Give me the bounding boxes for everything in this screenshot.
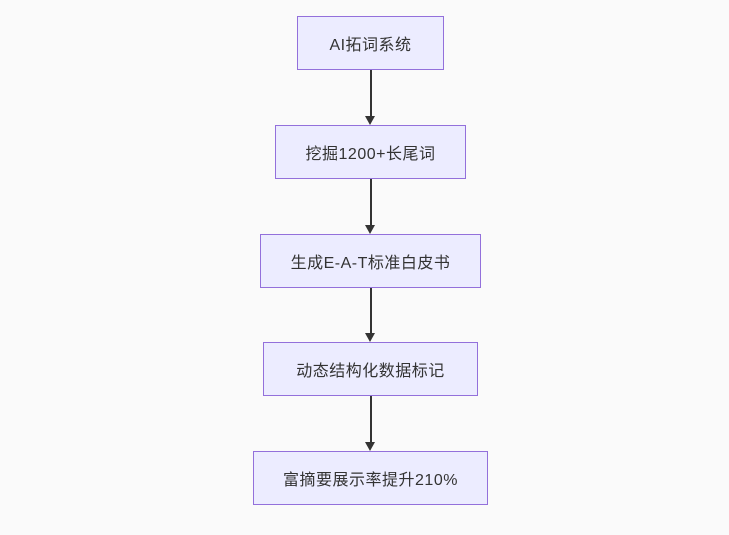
node-mine-longtail-keywords: 挖掘1200+长尾词 <box>275 125 466 179</box>
arrowhead-icon <box>365 225 375 234</box>
flow-arrow-3 <box>364 288 377 342</box>
flow-arrow-1 <box>364 70 377 125</box>
node-label: 动态结构化数据标记 <box>296 363 445 380</box>
flow-arrow-4 <box>364 396 377 451</box>
arrowhead-icon <box>365 116 375 125</box>
arrow-line <box>369 396 372 444</box>
node-ai-word-expansion-system: AI拓词系统 <box>297 16 444 70</box>
node-rich-snippet-rate-increase: 富摘要展示率提升210% <box>253 451 488 505</box>
node-label: 挖掘1200+长尾词 <box>305 146 436 163</box>
node-label: AI拓词系统 <box>329 37 412 54</box>
node-dynamic-structured-data-markup: 动态结构化数据标记 <box>263 342 478 396</box>
arrow-line <box>369 179 372 227</box>
flow-arrow-2 <box>364 179 377 234</box>
arrow-line <box>369 288 372 335</box>
arrow-line <box>369 70 372 118</box>
node-label: 生成E-A-T标准白皮书 <box>290 255 451 272</box>
arrowhead-icon <box>365 333 375 342</box>
node-label: 富摘要展示率提升210% <box>283 472 458 489</box>
arrowhead-icon <box>365 442 375 451</box>
node-generate-eat-whitepaper: 生成E-A-T标准白皮书 <box>260 234 481 288</box>
